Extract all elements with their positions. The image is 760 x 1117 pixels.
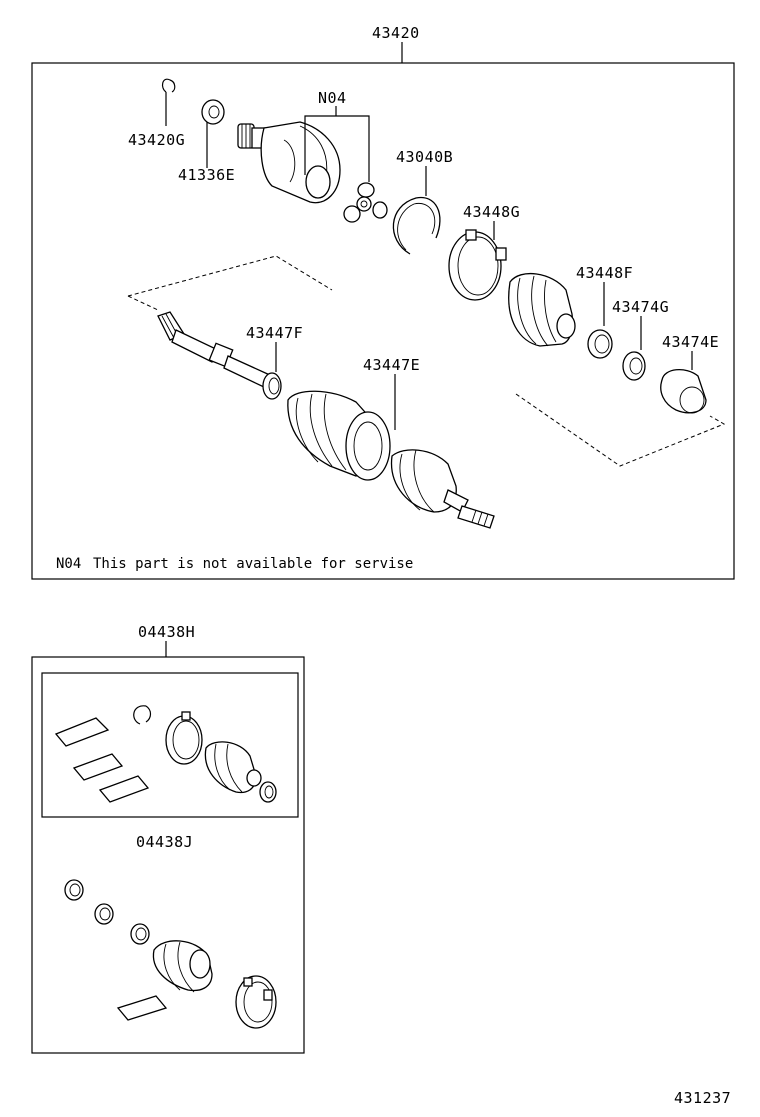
damper-clamp-part[interactable]	[622, 351, 646, 381]
snap-ring-large-part[interactable]	[392, 196, 441, 255]
drive-shaft-part[interactable]	[157, 311, 273, 389]
dashed-boundary-left	[127, 295, 159, 311]
label-43447e[interactable]: 43447E	[363, 356, 420, 374]
outer-boot-part[interactable]	[287, 390, 495, 529]
boot-clamp-small-part[interactable]	[587, 329, 613, 359]
note-code: N04	[56, 556, 81, 572]
label-43040b[interactable]: 43040B	[396, 148, 453, 166]
dynamic-damper-part[interactable]	[660, 369, 707, 414]
kit-h-clamp-large[interactable]	[165, 711, 203, 765]
dashed-boundary-top	[127, 255, 333, 297]
kit-h-clamp-small[interactable]	[259, 781, 277, 803]
label-04438j[interactable]: 04438J	[136, 833, 193, 851]
inner-boot-part[interactable]	[508, 272, 576, 347]
kit-j-clamp-2[interactable]	[94, 903, 114, 925]
outer-clamp-small-part[interactable]	[262, 372, 282, 400]
snap-ring-part[interactable]	[161, 78, 176, 93]
inner-joint-housing[interactable]	[237, 121, 341, 204]
kit-h-grease-packets[interactable]	[54, 717, 150, 803]
kit-h-boot[interactable]	[204, 741, 262, 794]
label-43474g[interactable]: 43474G	[612, 298, 669, 316]
label-43448g[interactable]: 43448G	[463, 203, 520, 221]
label-n04[interactable]: N04	[318, 89, 347, 107]
kit-j-clamp-large[interactable]	[235, 975, 277, 1029]
kit-j-clamp-3[interactable]	[130, 923, 150, 945]
kit-j-boot[interactable]	[152, 940, 213, 993]
label-04438h[interactable]: 04438H	[138, 623, 195, 641]
boot-clamp-large-part[interactable]	[448, 229, 507, 301]
label-43420[interactable]: 43420	[372, 24, 420, 42]
diagram-id: 431237	[674, 1089, 731, 1107]
label-43474e[interactable]: 43474E	[662, 333, 719, 351]
kit-j-grease-packet[interactable]	[116, 995, 168, 1021]
label-41336e[interactable]: 41336E	[178, 166, 235, 184]
note-text: This part is not available for servise	[93, 556, 413, 572]
kit-j-clamp-1[interactable]	[64, 879, 84, 901]
kit-frame-outer	[31, 656, 305, 1054]
assembly-frame	[31, 62, 735, 580]
dashed-boundary-bottom	[515, 393, 726, 467]
leader-n04	[304, 115, 370, 182]
kit-h-snap-ring[interactable]	[133, 705, 152, 725]
label-43448f[interactable]: 43448F	[576, 264, 633, 282]
tripod-part[interactable]	[343, 182, 388, 223]
label-43447f[interactable]: 43447F	[246, 324, 303, 342]
kit-frame-inner	[41, 672, 299, 818]
label-43420g[interactable]: 43420G	[128, 131, 185, 149]
washer-part[interactable]	[201, 99, 225, 125]
